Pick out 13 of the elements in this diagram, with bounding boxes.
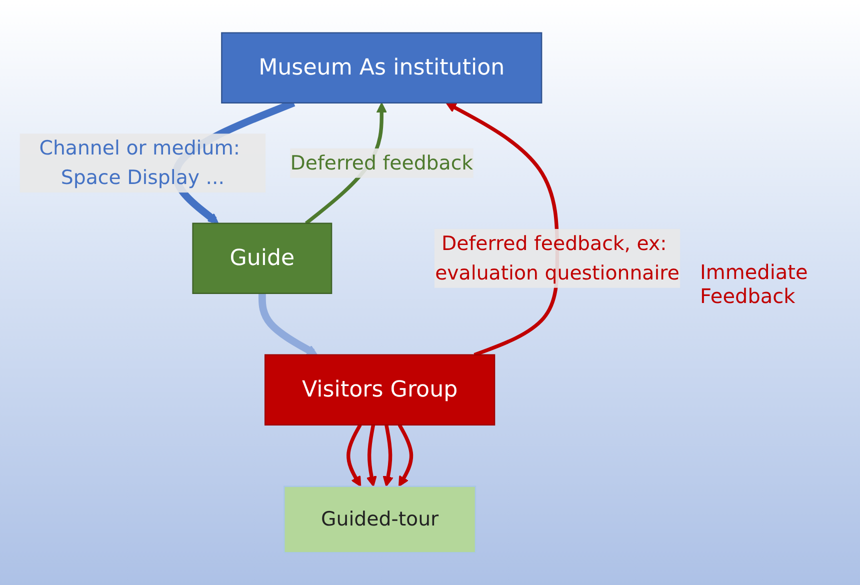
- node-box: Visitors Group: [264, 354, 496, 426]
- arrow: [398, 424, 414, 487]
- edge-label: Deferred feedback: [290, 150, 474, 174]
- node-box: Guide: [192, 222, 332, 294]
- node-box: Guided-tour: [284, 485, 476, 554]
- arrow: [258, 293, 318, 356]
- arrow: [346, 424, 362, 487]
- arrow: [366, 424, 377, 487]
- arrow: [382, 424, 394, 487]
- node-box: Museum As institution: [221, 32, 542, 104]
- edge-label: Deferred feedback, ex: evaluation questionnaire: [435, 231, 680, 284]
- edge-label: Channel or medium: Space Display ...: [39, 136, 240, 189]
- feedback-note: Immediate Feedback: [700, 260, 809, 308]
